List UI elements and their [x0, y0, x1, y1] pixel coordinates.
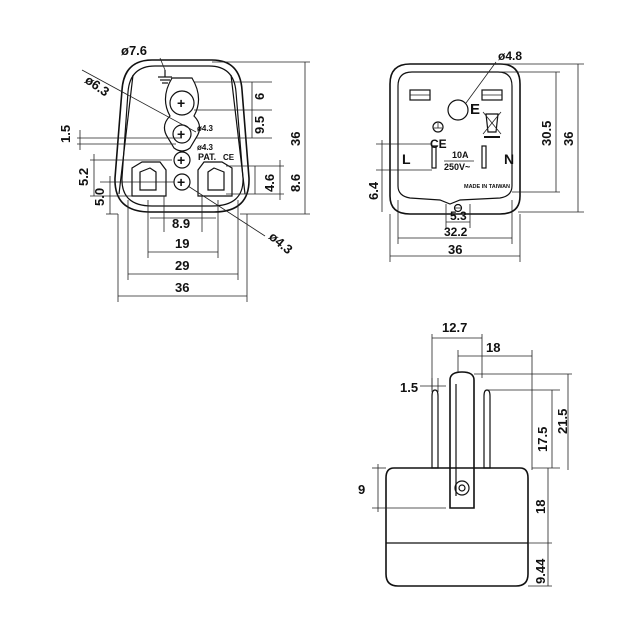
- back-rating-a: 10A: [452, 150, 469, 160]
- front-dia-6-3: ø6.3: [82, 72, 112, 99]
- back-center-hole: [447, 99, 469, 121]
- side-dim-9: 9: [358, 482, 365, 497]
- front-dia-4-3-c: ø4.3: [266, 229, 296, 257]
- front-dim-1-5: 1.5: [58, 125, 73, 143]
- back-slot-l: [431, 145, 437, 169]
- back-body-inner: [397, 71, 513, 205]
- front-pat: PAT.: [198, 152, 216, 162]
- ground-icon-back: [432, 121, 444, 133]
- svg-text:+: +: [177, 126, 185, 142]
- back-slot-n: [481, 145, 487, 169]
- back-dia-4-8: ø4.8: [498, 49, 522, 63]
- side-dim-1-5: 1.5: [400, 380, 418, 395]
- front-dim-5-2: 5.2: [76, 168, 91, 186]
- svg-text:+: +: [177, 95, 185, 111]
- back-view: ø4.8 E CE L N 10A 250V~ MADE IN TAIWAN: [366, 49, 584, 262]
- back-dim-5-3: 5.3: [450, 209, 467, 223]
- back-dim-30-5: 30.5: [539, 121, 554, 146]
- side-view: 12.7 18 1.5 17.5 21.5 9 18 9.44: [358, 320, 572, 587]
- front-view: + + + + ø7.6 ø6.3 ø4.3 ø4.3 PAT. CE ø4.3…: [58, 43, 310, 302]
- side-left-pin: [431, 389, 439, 469]
- side-dim-21-5: 21.5: [555, 409, 570, 434]
- front-body-outline: [114, 59, 250, 213]
- back-made-in: MADE IN TAIWAN: [464, 184, 510, 190]
- side-dim-17-5: 17.5: [535, 427, 550, 452]
- front-right-chamfer: [230, 74, 246, 195]
- front-left-chamfer: [118, 74, 134, 195]
- front-dim-36-v: 36: [288, 132, 303, 146]
- svg-text:+: +: [177, 152, 185, 168]
- side-dim-12-7: 12.7: [442, 320, 467, 335]
- front-ce: CE: [223, 153, 235, 162]
- back-ce: CE: [430, 137, 447, 151]
- back-l-label: L: [402, 151, 411, 167]
- front-dim-8-6: 8.6: [288, 174, 303, 192]
- front-body-inner: [121, 65, 244, 207]
- front-right-socket: [197, 161, 233, 197]
- ground-icon: [158, 70, 172, 84]
- back-dim-36-h: 36: [448, 242, 462, 257]
- front-hole-mid: [172, 124, 192, 144]
- back-body-outline: [389, 63, 521, 215]
- front-left-socket-inner: [139, 167, 157, 191]
- front-dim-19: 19: [175, 236, 189, 251]
- front-dim-29: 29: [175, 258, 189, 273]
- side-center-tab: [449, 371, 475, 509]
- back-dim-36-v: 36: [561, 132, 576, 146]
- front-right-socket-inner: [207, 167, 225, 191]
- side-dim-9-44: 9.44: [533, 558, 548, 584]
- svg-text:+: +: [177, 174, 185, 190]
- front-dim-9-5: 9.5: [252, 116, 267, 134]
- front-dim-5-0: 5.0: [92, 188, 107, 206]
- front-dia-4-3-b: ø4.3: [197, 143, 214, 152]
- front-center-slot: [163, 77, 201, 152]
- back-dim-6-4: 6.4: [366, 181, 381, 200]
- front-dim-6: 6: [252, 93, 267, 100]
- side-right-pin: [483, 389, 491, 469]
- front-left-socket: [131, 161, 167, 197]
- weee-bin-icon: [482, 111, 502, 138]
- front-dim-36-h: 36: [175, 280, 189, 295]
- side-tab-hole: [454, 480, 470, 496]
- front-dia-7-6: ø7.6: [121, 43, 147, 58]
- screw-icon: [453, 203, 463, 213]
- side-dim-18-h: 18: [486, 340, 500, 355]
- back-e-label: E: [470, 101, 480, 118]
- back-rating-v: 250V~: [444, 162, 470, 172]
- back-dim-32-2: 32.2: [444, 225, 468, 239]
- side-dim-18-v: 18: [533, 500, 548, 514]
- side-body-outline: [385, 467, 529, 587]
- front-dia-4-3-a: ø4.3: [197, 124, 214, 133]
- back-n-label: N: [504, 151, 514, 167]
- front-dim-4-6: 4.6: [262, 174, 277, 192]
- front-hole-top: [169, 90, 195, 116]
- front-dim-8-9: 8.9: [172, 216, 190, 231]
- front-hole-low: [173, 151, 191, 169]
